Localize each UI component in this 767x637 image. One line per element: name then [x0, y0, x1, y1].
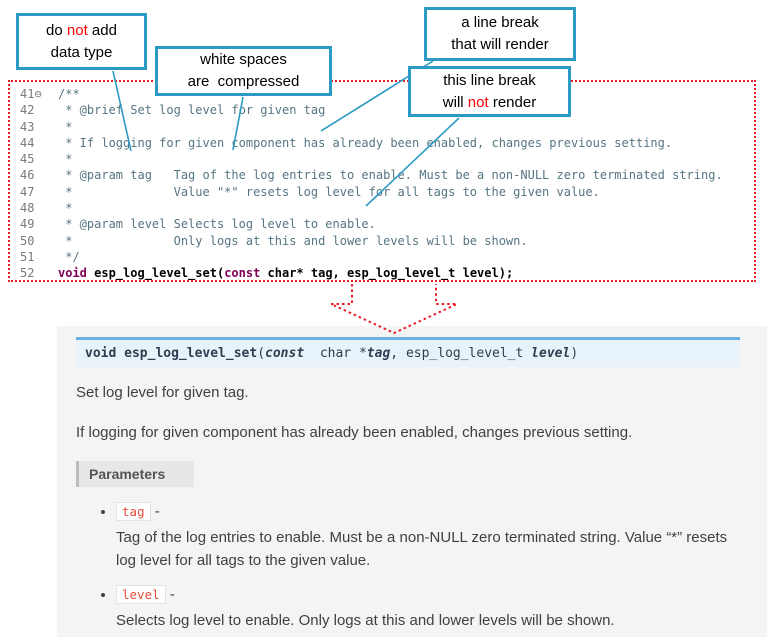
line-number: 41⊖	[20, 87, 42, 101]
param-description: Selects log level to enable. Only logs a…	[116, 611, 615, 629]
code-line: 49 * @param level Selects log level to e…	[20, 216, 754, 232]
line-text: *	[58, 152, 73, 167]
callout-text: will not render	[442, 93, 537, 111]
line-number: 51	[20, 249, 35, 264]
parameters-label: Parameters	[76, 461, 194, 487]
line-text-function-declaration: void esp_log_level_set(const char* tag, …	[58, 266, 514, 281]
line-number: 45	[20, 152, 35, 167]
line-text: * Only logs at this and lower levels wil…	[58, 233, 528, 248]
callout-text: this line break	[443, 71, 536, 89]
line-number: 46	[20, 168, 35, 183]
line-number: 49	[20, 217, 35, 232]
line-number: 44	[20, 135, 35, 150]
callout-text: data type	[50, 43, 113, 61]
line-text: *	[58, 201, 73, 216]
code-line: 44 * If logging for given component has …	[20, 135, 754, 151]
line-text: *	[58, 119, 73, 134]
code-line: 42 * @brief Set log level for given tag	[20, 102, 754, 118]
line-text: * If logging for given component has alr…	[58, 135, 673, 150]
code-line: 48 *	[20, 200, 754, 216]
code-editor-snippet: 41⊖ /** 42 * @brief Set log level for giv…	[8, 80, 756, 282]
line-number: 43	[20, 119, 35, 134]
param-item-level: level - Selects log level to enable. Onl…	[116, 584, 740, 632]
callout-do-not-add-data-type: do not add data type	[16, 13, 147, 70]
callout-text: a line break	[461, 14, 539, 31]
line-number: 42	[20, 103, 35, 118]
line-text: * @param level Selects log level to enab…	[58, 217, 376, 232]
line-text: /**	[58, 87, 80, 101]
callout-text: are compressed	[187, 73, 300, 90]
code-line: 41⊖ /**	[20, 86, 754, 102]
line-text: */	[58, 249, 80, 264]
line-number: 50	[20, 233, 35, 248]
callout-text: do not add	[46, 21, 117, 39]
callout-line-break-renders: a line break that will render	[424, 7, 576, 61]
code-line: 50 * Only logs at this and lower levels …	[20, 233, 754, 249]
param-head: level -	[116, 584, 740, 604]
line-text: * @param tag Tag of the log entries to e…	[58, 168, 723, 183]
rendered-docs-panel: void esp_log_level_set(const char *tag, …	[57, 326, 767, 637]
doc-brief-paragraph: Set log level for given tag.	[76, 384, 249, 401]
callout-text: that will render	[451, 36, 549, 53]
param-head: tag -	[116, 502, 740, 521]
line-number: 48	[20, 201, 35, 216]
line-number: 47	[20, 184, 35, 199]
callout-whitespace-compressed: white spaces are compressed	[155, 46, 332, 96]
param-separator: -	[165, 585, 175, 603]
param-description: Tag of the log entries to enable. Must b…	[116, 529, 728, 570]
line-number: 52	[20, 266, 35, 281]
line-text: * Value "*" resets log level for all tag…	[58, 184, 600, 199]
param-name-chip: tag	[116, 502, 151, 521]
code-line: 46 * @param tag Tag of the log entries t…	[20, 167, 754, 183]
code-line: 51 */	[20, 249, 754, 265]
code-line: 45 *	[20, 151, 754, 167]
code-line: 43 *	[20, 119, 754, 135]
param-name-chip: level	[116, 584, 166, 604]
function-signature: void esp_log_level_set(const char *tag, …	[76, 337, 740, 367]
param-item-tag: tag - Tag of the log entries to enable. …	[116, 502, 740, 573]
parameter-list: tag - Tag of the log entries to enable. …	[116, 502, 740, 632]
line-text: * @brief Set log level for given tag	[58, 103, 326, 118]
callout-line-break-not-render: this line break will not render	[408, 66, 571, 117]
code-line: 47 * Value "*" resets log level for all …	[20, 184, 754, 200]
callout-text: white spaces	[200, 51, 287, 68]
doc-detail-paragraph: If logging for given component has alrea…	[76, 423, 633, 441]
param-separator: -	[150, 503, 160, 520]
code-line: 52 void esp_log_level_set(const char* tag…	[20, 265, 754, 281]
